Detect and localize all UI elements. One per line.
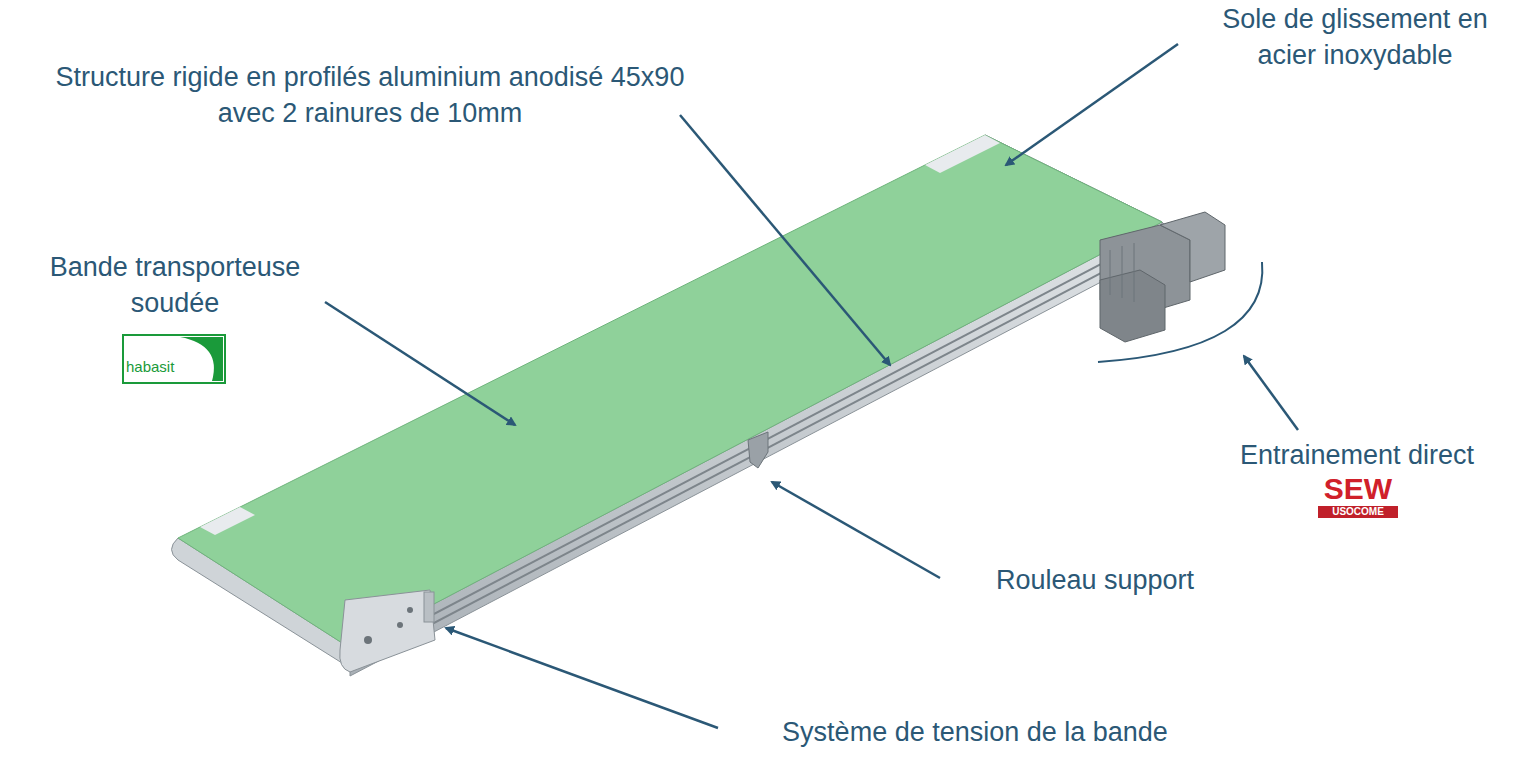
part-label: Structure rigide en profilés aluminium a… bbox=[55, 60, 685, 131]
part-label: Entrainement direct bbox=[1192, 438, 1522, 474]
brand-logo: habasit bbox=[126, 359, 186, 374]
brand-logo: USOCOME bbox=[1318, 506, 1398, 518]
part-label: Système de tension de la bande bbox=[715, 715, 1235, 751]
part-label: Bande transporteuse soudée bbox=[5, 250, 345, 321]
part-label: Rouleau support bbox=[950, 563, 1240, 599]
part-label: Sole de glissement en acier inoxydable bbox=[1190, 2, 1520, 73]
brand-logo: SEW bbox=[1308, 474, 1408, 504]
